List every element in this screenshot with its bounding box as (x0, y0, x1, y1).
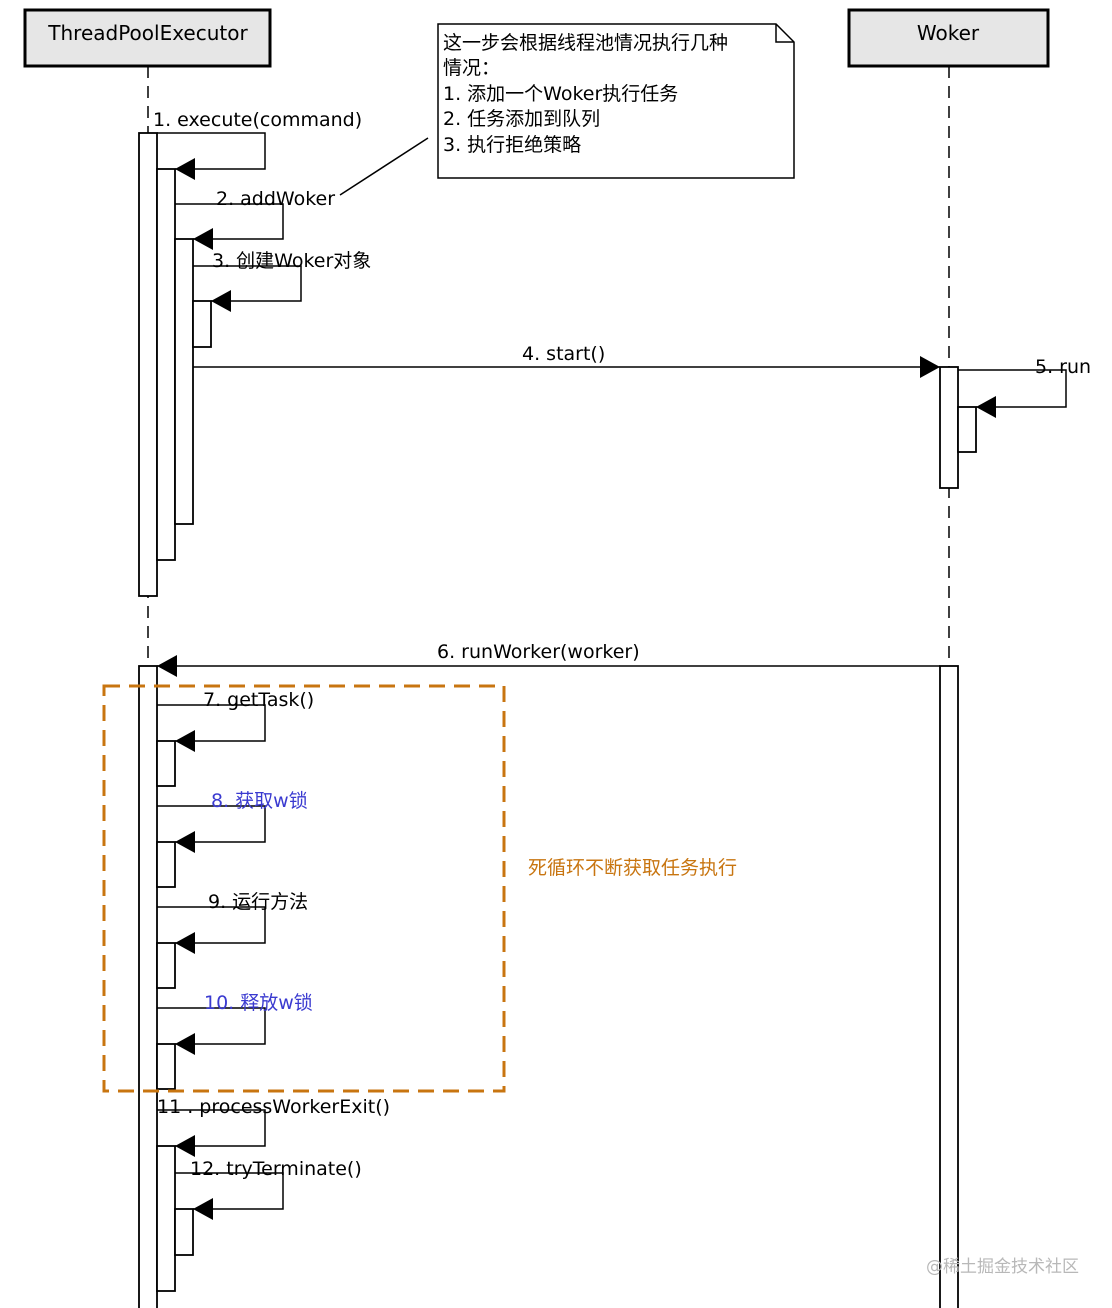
message-arrow (157, 132, 266, 180)
activation-bar (174, 238, 194, 525)
activation-bar (939, 366, 959, 489)
participant-label: Woker (917, 21, 980, 45)
participant-label: ThreadPoolExecutor (47, 21, 248, 45)
activation-bar (192, 300, 212, 348)
message-arrow (175, 203, 284, 250)
message-arrow (157, 1109, 266, 1157)
note-box: 这一步会根据线程池情况执行几种 情况： 1. 添加一个Woker执行任务 2. … (437, 23, 795, 179)
activation-bar (156, 841, 176, 888)
message-arrow (157, 704, 266, 752)
note-line: 1. 添加一个Woker执行任务 (443, 83, 678, 105)
activation-bar (156, 942, 176, 989)
message-label: 4. start() (522, 343, 605, 365)
message-label: 6. runWorker(worker) (437, 641, 640, 663)
activation-bar (174, 1208, 194, 1256)
note-connector (339, 137, 429, 196)
message-arrow (157, 1007, 266, 1055)
message-label: 2. addWoker (216, 188, 335, 210)
message-label: 9. 运行方法 (208, 891, 308, 913)
note-line: 2. 任务添加到队列 (443, 108, 600, 130)
message-label: 5. run (1035, 356, 1091, 378)
message-arrow (157, 906, 266, 954)
note-line: 这一步会根据线程池情况执行几种 (443, 32, 728, 54)
activation-bar (138, 665, 158, 1308)
activation-bar (957, 406, 977, 453)
activation-bar (939, 665, 959, 1308)
message-label: 12. tryTerminate() (190, 1158, 362, 1180)
activation-bar (156, 168, 176, 561)
activation-bar (156, 740, 176, 787)
note-line: 3. 执行拒绝策略 (443, 134, 581, 156)
message-label: 1. execute(command) (153, 109, 362, 131)
activation-bar (156, 1145, 176, 1292)
message-arrow (175, 1172, 284, 1220)
message-arrow (157, 805, 266, 853)
participant-woker: Woker (847, 8, 1050, 68)
loop-label: 死循环不断获取任务执行 (528, 857, 737, 879)
activation-bar (138, 132, 158, 597)
message-label: 11 . processWorkerExit() (157, 1096, 390, 1118)
message-arrow (193, 265, 302, 312)
participant-threadpoolexecutor: ThreadPoolExecutor (23, 8, 272, 68)
watermark: @稀土掘金技术社区 (926, 1257, 1079, 1277)
activation-bar (156, 1043, 176, 1090)
message-label: 10. 释放w锁 (204, 992, 313, 1014)
note-line: 情况： (443, 57, 500, 79)
message-arrow (958, 369, 1067, 418)
message-label: 3. 创建Woker对象 (212, 250, 371, 272)
message-label: 7. getTask() (203, 689, 314, 711)
loop-frame (102, 684, 506, 1093)
message-label: 8. 获取w锁 (211, 790, 308, 812)
